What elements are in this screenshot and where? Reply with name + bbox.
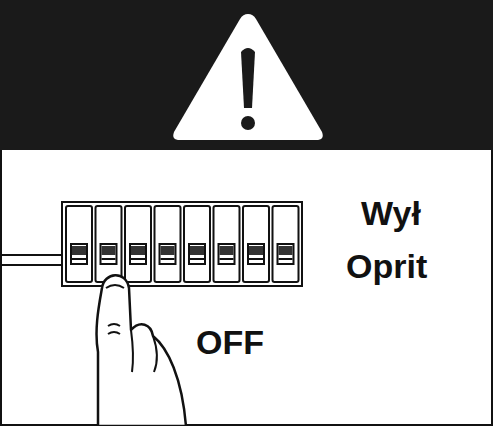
language-label: Oprit	[346, 249, 427, 283]
breaker-module	[155, 206, 181, 282]
breaker-lever	[72, 246, 86, 255]
breaker-module	[96, 206, 122, 282]
breaker-lever	[220, 246, 234, 255]
breaker-slot	[160, 244, 176, 264]
breaker-module	[214, 206, 240, 282]
breaker-module	[66, 206, 92, 282]
fingernail	[106, 285, 124, 288]
black-band	[0, 0, 493, 150]
breaker-slot	[101, 244, 117, 264]
exclamation-dot	[241, 116, 255, 130]
lever-mark	[161, 258, 175, 260]
language-label: Wył	[361, 196, 421, 230]
finger-line	[153, 336, 157, 372]
knuckle	[108, 324, 120, 334]
breaker-lever	[161, 246, 175, 255]
breaker-slot	[189, 244, 205, 264]
lever-mark	[190, 258, 204, 260]
breaker-module	[243, 206, 269, 282]
block-housing	[62, 202, 302, 286]
breaker-lever	[249, 246, 263, 255]
lever-mark	[220, 258, 234, 260]
finger-line	[131, 330, 133, 372]
breaker-slot	[219, 244, 235, 264]
breaker-slot	[248, 244, 264, 264]
lever-mark	[131, 258, 145, 260]
lever-mark	[102, 258, 116, 260]
off-label: OFF	[196, 325, 264, 359]
lever-mark	[72, 258, 86, 260]
breaker-lever	[102, 246, 116, 255]
hand	[97, 275, 186, 426]
breaker-slot	[278, 244, 294, 264]
breaker-module	[125, 206, 151, 282]
breaker-lever	[190, 246, 204, 255]
breaker-block	[62, 202, 302, 286]
lever-mark	[279, 258, 293, 260]
warning-triangle	[173, 14, 323, 140]
wire	[0, 264, 64, 266]
breaker-module	[184, 206, 210, 282]
breaker-lever	[131, 246, 145, 255]
lever-mark	[249, 258, 263, 260]
breaker-module	[273, 206, 299, 282]
breaker-slot	[71, 244, 87, 264]
wire	[0, 254, 64, 256]
breaker-lever	[279, 246, 293, 255]
exclamation-bar	[241, 48, 255, 108]
breaker-slot	[130, 244, 146, 264]
